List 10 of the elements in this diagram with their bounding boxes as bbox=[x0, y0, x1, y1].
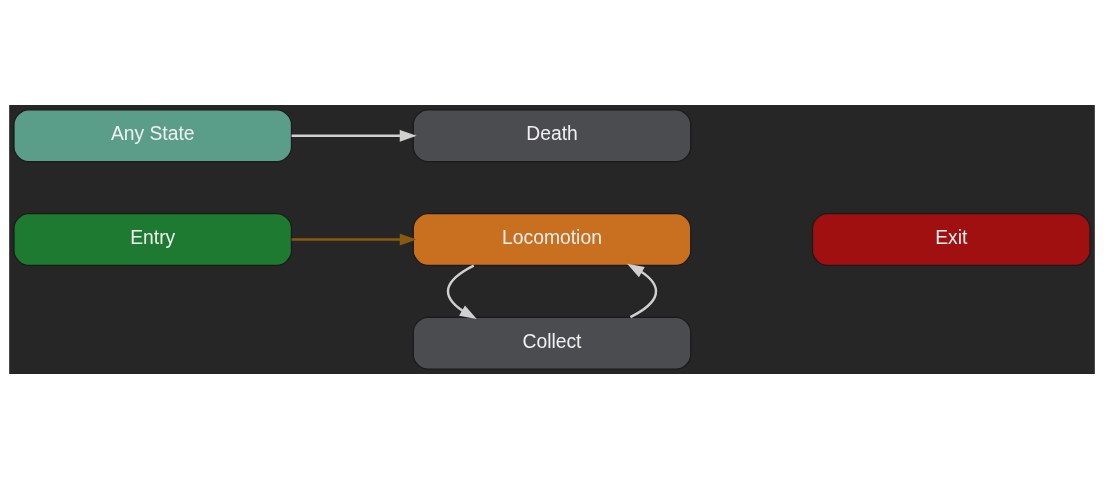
node-box: Entry bbox=[13, 212, 293, 267]
arrow bbox=[446, 264, 477, 319]
node-box: Any State bbox=[13, 109, 293, 163]
node-box: Exit bbox=[811, 212, 1091, 267]
arrow bbox=[291, 129, 417, 142]
arrow bbox=[627, 263, 658, 319]
node-box: Locomotion bbox=[412, 212, 692, 267]
node-box: Collect bbox=[412, 316, 692, 370]
node-box: Death bbox=[412, 109, 692, 163]
arrow bbox=[291, 233, 417, 246]
